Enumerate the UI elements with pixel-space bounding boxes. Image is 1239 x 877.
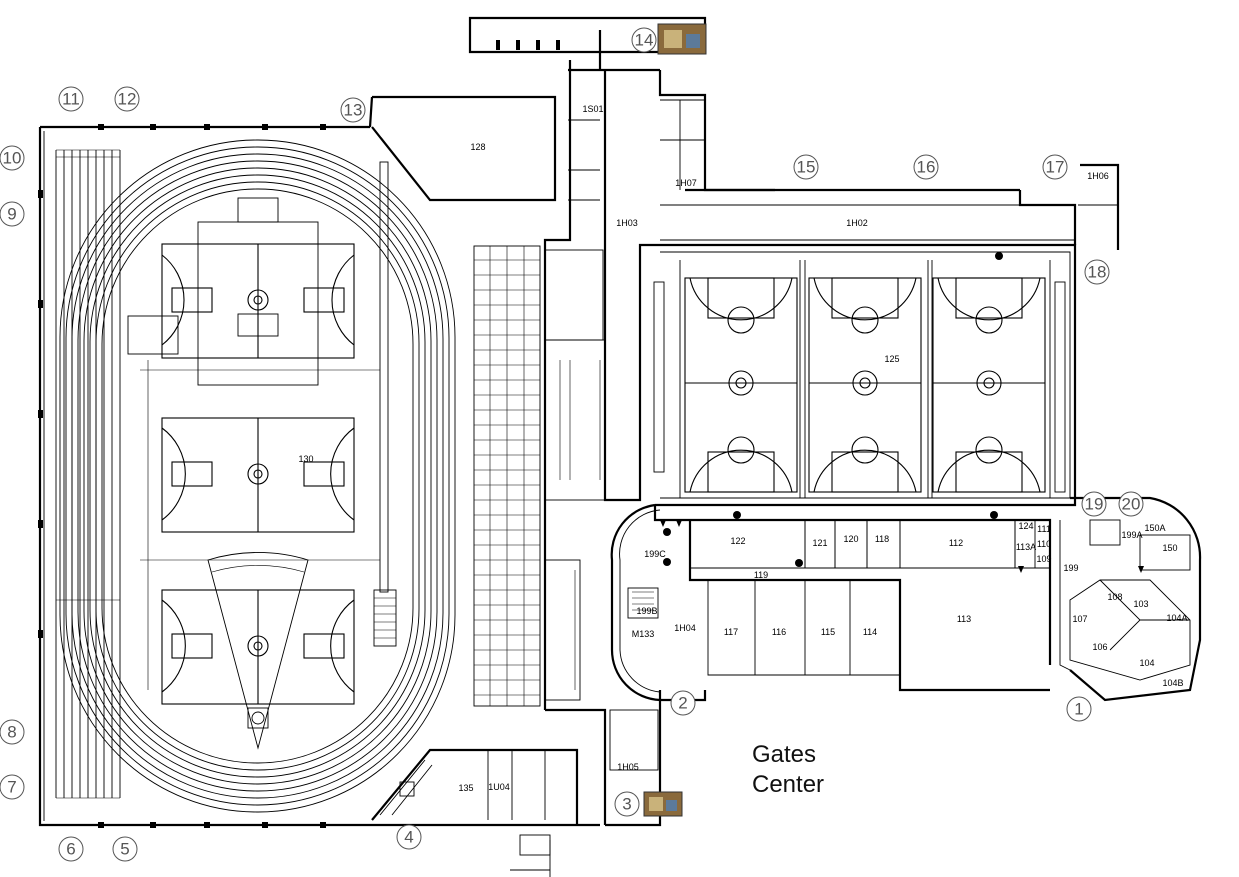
central-bleachers [473,245,541,707]
exit-18[interactable]: 18 [1084,259,1110,285]
room-1S01: 1S01 [582,104,603,114]
room-104A: 104A [1166,613,1187,623]
room-108: 108 [1107,592,1122,602]
exit-markers: 1 2 3 4 5 6 7 8 9 10 11 12 13 14 15 16 1… [0,27,1144,862]
exit-5[interactable]: 5 [112,836,138,862]
room-107: 107 [1072,614,1087,624]
room-130: 130 [298,454,313,464]
room-115: 115 [821,627,835,637]
svg-text:14: 14 [635,31,654,50]
room-1H06: 1H06 [1087,171,1109,181]
svg-text:7: 7 [7,778,16,797]
room-119: 119 [754,570,768,580]
exit-10[interactable]: 10 [0,145,25,171]
room-114: 114 [863,627,877,637]
locker-rooms [544,249,606,701]
room-104B: 104B [1162,678,1183,688]
svg-text:8: 8 [7,723,16,742]
svg-text:17: 17 [1046,158,1065,177]
room-122: 122 [730,536,745,546]
room-124: 124 [1018,521,1033,531]
south-wing [605,252,1202,827]
room-150: 150 [1162,543,1177,553]
exit-9[interactable]: 9 [0,201,25,227]
room-199C: 199C [644,549,666,559]
exit-16[interactable]: 16 [913,154,939,180]
room-113A: 113A [1016,542,1036,552]
room-150A: 150A [1144,523,1165,533]
room-199: 199 [1063,563,1078,573]
room-199B: 199B [636,606,657,616]
room-121: 121 [812,538,827,548]
exit-19[interactable]: 19 [1081,491,1107,517]
exit-4[interactable]: 4 [396,824,422,850]
exit-6[interactable]: 6 [58,836,84,862]
exit-12[interactable]: 12 [114,86,140,112]
room-199A: 199A [1121,530,1142,540]
building-title: Gates Center [752,740,824,800]
room-135: 135 [458,783,473,793]
camera-photo-icon[interactable] [657,23,707,55]
svg-text:19: 19 [1085,495,1104,514]
svg-text:15: 15 [797,158,816,177]
svg-text:5: 5 [120,840,129,859]
building-title-line1: Gates [752,741,817,768]
room-labels: 128 1H03 1H02 125 130 122 121 120 118 11… [298,104,1187,793]
room-117: 117 [724,627,738,637]
camera-photo-icon[interactable] [643,791,683,817]
room-1H05: 1H05 [617,762,639,772]
building-title-line2: Center [752,771,825,798]
room-1H03: 1H03 [616,218,638,228]
room-128: 128 [470,142,485,152]
exit-2[interactable]: 2 [670,690,696,716]
svg-text:3: 3 [622,795,631,814]
room-M133: M133 [632,629,655,639]
room-106: 106 [1092,642,1107,652]
svg-text:12: 12 [118,90,137,109]
room-110: 110 [1037,539,1051,549]
exit-13[interactable]: 13 [340,97,366,123]
svg-text:10: 10 [3,149,22,168]
room-112: 112 [949,538,963,548]
oval-track [59,139,456,813]
fieldhouse-courts [161,197,355,750]
room-1U04: 1U04 [488,782,510,792]
room-111: 111 [1037,524,1051,534]
svg-text:18: 18 [1088,263,1107,282]
room-116: 116 [772,627,786,637]
exit-20[interactable]: 20 [1118,491,1144,517]
southwest-wing [371,748,579,877]
svg-text:9: 9 [7,205,16,224]
svg-text:11: 11 [62,90,80,109]
room-1H02: 1H02 [846,218,868,228]
room-1H07: 1H07 [675,178,697,188]
exit-15[interactable]: 15 [793,154,819,180]
room-104: 104 [1139,658,1154,668]
svg-text:4: 4 [404,828,413,847]
exit-14[interactable]: 14 [631,27,657,53]
exit-7[interactable]: 7 [0,774,25,800]
room-120: 120 [843,534,858,544]
exit-11[interactable]: 11 [58,86,84,112]
svg-text:6: 6 [66,840,75,859]
room-109: 109 [1036,554,1051,564]
room-1H04: 1H04 [674,623,696,633]
room-113: 113 [957,614,971,624]
gates-gymnasium [653,163,1120,507]
room-103: 103 [1133,599,1148,609]
svg-text:13: 13 [344,101,363,120]
svg-text:20: 20 [1122,495,1141,514]
svg-text:2: 2 [678,694,687,713]
room-118: 118 [875,534,889,544]
svg-text:1: 1 [1074,700,1083,719]
fieldhouse [38,95,600,828]
exit-3[interactable]: 3 [614,791,640,817]
exit-1[interactable]: 1 [1066,696,1092,722]
svg-text:16: 16 [917,158,936,177]
room-125: 125 [884,354,899,364]
exit-17[interactable]: 17 [1042,154,1068,180]
exit-8[interactable]: 8 [0,719,25,745]
